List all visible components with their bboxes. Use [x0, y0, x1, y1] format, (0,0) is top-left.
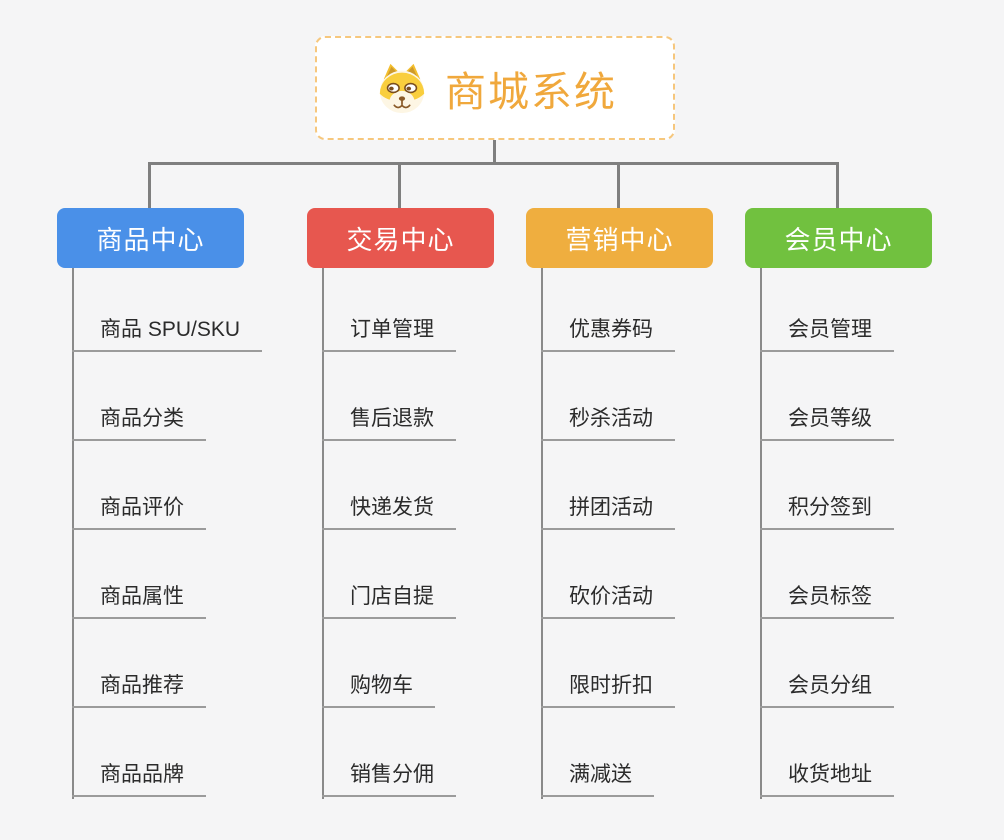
root-node[interactable]: 商城系统 — [315, 36, 675, 140]
child-node[interactable]: 门店自提 — [322, 583, 456, 619]
child-node[interactable]: 销售分佣 — [322, 761, 456, 797]
child-node[interactable]: 会员分组 — [760, 672, 894, 708]
branch-trunk-line — [72, 268, 74, 799]
connector-drop-3 — [617, 164, 620, 209]
child-node[interactable]: 商品推荐 — [72, 672, 206, 708]
branch-label: 营销中心 — [565, 224, 674, 255]
child-node[interactable]: 售后退款 — [322, 405, 456, 441]
branch-trunk-line — [760, 268, 762, 799]
child-node[interactable]: 购物车 — [322, 672, 435, 708]
child-node[interactable]: 优惠券码 — [541, 316, 675, 352]
branch-trunk-line — [322, 268, 324, 799]
branch-children-product-center: 商品 SPU/SKU 商品分类 商品评价 商品属性 商品推荐 商品品牌 — [72, 268, 312, 799]
child-node[interactable]: 商品分类 — [72, 405, 206, 441]
root-title: 商城系统 — [445, 69, 617, 115]
branch-children-member-center: 会员管理 会员等级 积分签到 会员标签 会员分组 收货地址 — [760, 268, 1000, 799]
branch-trunk-line — [541, 268, 543, 799]
branch-node-marketing-center[interactable]: 营销中心 — [526, 208, 713, 268]
child-node[interactable]: 商品品牌 — [72, 761, 206, 797]
branch-label: 交易中心 — [346, 224, 455, 255]
connector-drop-4 — [836, 164, 839, 209]
child-node[interactable]: 满减送 — [541, 761, 654, 797]
branch-node-product-center[interactable]: 商品中心 — [57, 208, 244, 268]
connector-horizontal-bar — [148, 162, 839, 165]
branch-node-trade-center[interactable]: 交易中心 — [307, 208, 494, 268]
child-node[interactable]: 限时折扣 — [541, 672, 675, 708]
child-node[interactable]: 秒杀活动 — [541, 405, 675, 441]
branch-children-marketing-center: 优惠券码 秒杀活动 拼团活动 砍价活动 限时折扣 满减送 — [541, 268, 781, 799]
connector-root-stem — [493, 140, 496, 163]
child-node[interactable]: 会员等级 — [760, 405, 894, 441]
child-node[interactable]: 砍价活动 — [541, 583, 675, 619]
child-node[interactable]: 快递发货 — [322, 494, 456, 530]
branch-label: 商品中心 — [96, 224, 205, 255]
shiba-dog-icon — [373, 61, 431, 115]
branch-node-member-center[interactable]: 会员中心 — [745, 208, 932, 268]
connector-drop-2 — [398, 164, 401, 209]
branch-children-trade-center: 订单管理 售后退款 快递发货 门店自提 购物车 销售分佣 — [322, 268, 562, 799]
child-node[interactable]: 积分签到 — [760, 494, 894, 530]
child-node[interactable]: 拼团活动 — [541, 494, 675, 530]
child-node[interactable]: 商品属性 — [72, 583, 206, 619]
child-node[interactable]: 商品评价 — [72, 494, 206, 530]
branch-label: 会员中心 — [784, 224, 893, 255]
child-node[interactable]: 商品 SPU/SKU — [72, 316, 263, 352]
child-node[interactable]: 会员管理 — [760, 316, 894, 352]
child-node[interactable]: 订单管理 — [322, 316, 456, 352]
child-node[interactable]: 会员标签 — [760, 583, 894, 619]
child-node[interactable]: 收货地址 — [760, 761, 894, 797]
connector-drop-1 — [148, 164, 151, 209]
